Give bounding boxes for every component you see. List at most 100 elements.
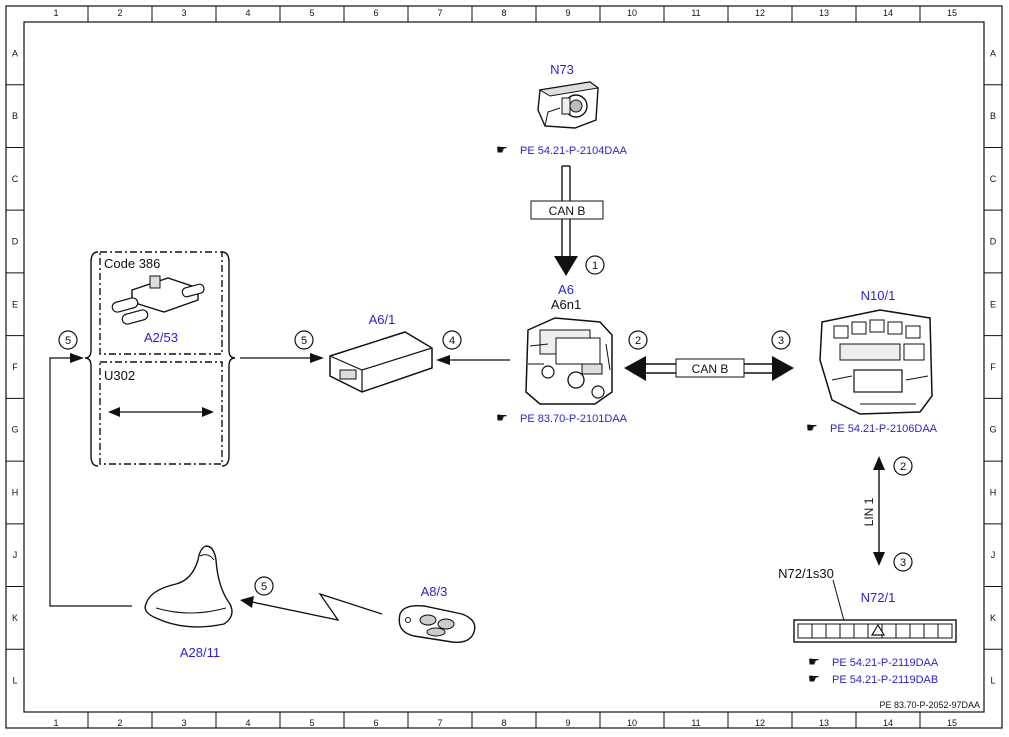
grid-col-top-1: 1 [53,8,58,18]
u302-double-arrow [108,407,214,417]
grid-row-right-K: K [990,613,996,623]
a6-1-receiver-module-icon [329,331,433,393]
grid-col-bottom-13: 13 [819,718,829,728]
label-n73: N73 [550,62,574,77]
option-bracket-group [84,251,236,467]
pointing-hand-icon: ☛ [496,142,508,157]
can-b-mid-label-box: CAN B [675,358,745,378]
grid-col-bottom-12: 12 [755,718,765,728]
grid-col-bottom-11: 11 [691,718,700,728]
diagram-frame: 1122334455667788991010111112121313141415… [5,5,1003,729]
grid-col-top-11: 11 [691,8,700,18]
grid-row-right-B: B [990,111,996,121]
marker-3-can: 3 [771,330,791,350]
label-code-386: Code 386 [104,256,160,271]
pointing-hand-icon: ☛ [808,671,820,686]
ref-n72-1-a[interactable]: ☛ PE 54.21-P-2119DAA [808,654,939,669]
marker-5-wireless: 5 [254,576,274,596]
grid-row-left-A: A [12,48,18,58]
lin-1-label: LIN 1 [862,497,876,526]
ref-a6[interactable]: ☛ PE 83.70-P-2101DAA [496,410,628,425]
label-n72-1s30: N72/1s30 [778,566,834,581]
grid-col-bottom-10: 10 [627,718,637,728]
marker-3-lin: 3 [893,552,913,572]
grid-row-left-G: G [11,425,18,435]
svg-text:2: 2 [635,335,641,347]
svg-text:CAN B: CAN B [692,362,729,376]
svg-text:PE 54.21-P-2119DAB: PE 54.21-P-2119DAB [832,674,938,686]
grid-col-bottom-7: 7 [437,718,442,728]
pointing-hand-icon: ☛ [496,410,508,425]
pointing-hand-icon: ☛ [808,654,820,669]
ref-n73[interactable]: ☛ PE 54.21-P-2104DAA [496,142,628,157]
grid-row-right-F: F [990,362,996,372]
marker-5-left: 5 [58,330,78,350]
svg-text:PE 54.21-P-2106DAA: PE 54.21-P-2106DAA [830,423,938,435]
grid-row-right-L: L [990,676,995,686]
marker-5-a6-1: 5 [294,330,314,350]
grid-col-bottom-6: 6 [373,718,378,728]
n72-1-switch-panel-icon [793,619,957,643]
grid-row-right-G: G [989,425,996,435]
label-a6n1: A6n1 [551,297,581,312]
grid-row-left-L: L [12,676,17,686]
svg-text:5: 5 [65,335,71,347]
can-b-top-label-box: CAN B [530,200,604,220]
grid-col-top-7: 7 [437,8,442,18]
svg-text:2: 2 [900,461,906,473]
lin-bus-arrow: LIN 1 [862,456,885,566]
can-bus-top-arrow [554,165,578,276]
grid-col-top-12: 12 [755,8,765,18]
grid-col-top-2: 2 [117,8,122,18]
svg-text:4: 4 [449,335,455,347]
n73-ignition-switch-icon [537,81,600,129]
grid-col-top-6: 6 [373,8,378,18]
label-n72-1: N72/1 [861,590,896,605]
label-a6: A6 [558,282,574,297]
grid-col-bottom-14: 14 [883,718,893,728]
grid-col-top-4: 4 [245,8,250,18]
marker-4: 4 [442,330,462,350]
document-id: PE 83.70-P-2052-97DAA [879,700,980,710]
marker-2-lin: 2 [893,456,913,476]
ref-n10-1[interactable]: ☛ PE 54.21-P-2106DAA [806,420,938,435]
grid-row-left-H: H [12,487,19,497]
pointing-hand-icon: ☛ [806,420,818,435]
svg-text:5: 5 [261,581,267,593]
grid-row-right-A: A [990,48,996,58]
grid-row-left-B: B [12,111,18,121]
svg-text:5: 5 [301,335,307,347]
svg-text:3: 3 [900,557,906,569]
marker-2-can: 2 [628,330,648,350]
svg-text:PE 83.70-P-2101DAA: PE 83.70-P-2101DAA [520,413,628,425]
a6-heater-unit-icon [525,317,613,405]
grid-col-top-5: 5 [309,8,314,18]
marker-1: 1 [585,255,605,275]
return-path-line [49,353,132,607]
grid-row-left-D: D [12,237,19,247]
svg-text:3: 3 [778,335,784,347]
ref-n72-1-b[interactable]: ☛ PE 54.21-P-2119DAB [808,671,938,686]
a28-11-antenna-icon [144,545,233,628]
grid-col-bottom-1: 1 [53,718,58,728]
grid-col-top-9: 9 [565,8,570,18]
a8-3-remote-key-icon [398,604,476,643]
grid-col-top-10: 10 [627,8,637,18]
svg-text:1: 1 [592,260,598,272]
grid-col-top-8: 8 [501,8,506,18]
grid-col-bottom-2: 2 [117,718,122,728]
grid-row-left-K: K [12,613,18,623]
label-a28-11: A28/11 [180,645,220,660]
svg-text:PE 54.21-P-2119DAA: PE 54.21-P-2119DAA [832,657,939,669]
grid-col-bottom-15: 15 [947,718,957,728]
grid-row-left-F: F [12,362,18,372]
grid-row-right-E: E [990,299,996,309]
grid-col-bottom-9: 9 [565,718,570,728]
arrow-a6-to-a6-1 [436,355,510,365]
grid-col-top-14: 14 [883,8,893,18]
grid-col-bottom-5: 5 [309,718,314,728]
grid-col-top-13: 13 [819,8,829,18]
n10-1-fuse-relay-module-icon [819,309,933,415]
grid-row-left-C: C [12,174,19,184]
